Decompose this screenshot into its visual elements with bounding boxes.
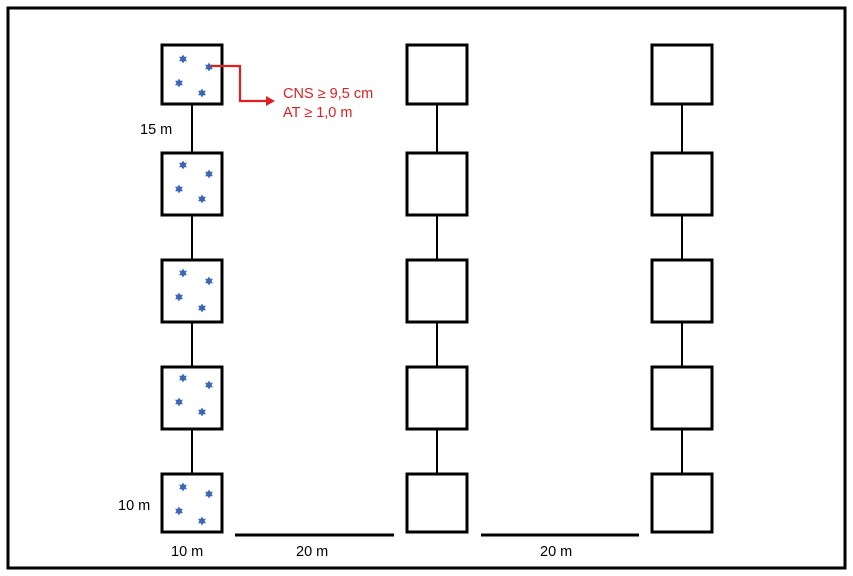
- plot-c3-r3: [650, 258, 714, 324]
- plot-c1-r2: [160, 151, 224, 217]
- label-gap-20m-2: 20 m: [540, 544, 572, 560]
- label-gap-20m-1: 20 m: [296, 544, 328, 560]
- plot-c1-r4: [160, 365, 224, 431]
- plot-c1-r5: [160, 472, 224, 534]
- criteria-at: AT ≥ 1,0 m: [283, 105, 352, 121]
- plot-c2-r4: [405, 365, 469, 431]
- label-spacing-15m: 15 m: [140, 122, 172, 138]
- plot-c2-r3: [405, 258, 469, 324]
- criteria-arrowhead-icon: [266, 96, 275, 106]
- column-2-plots: [405, 43, 469, 534]
- plot-c2-r2: [405, 151, 469, 217]
- plot-c3-r2: [650, 151, 714, 217]
- criteria-cns: CNS ≥ 9,5 cm: [283, 86, 373, 102]
- label-plot-width: 10 m: [171, 544, 203, 560]
- plot-c3-r1: [650, 43, 714, 106]
- plot-c2-r1: [405, 43, 469, 106]
- plot-c1-r3: [160, 258, 224, 324]
- column-3-plots: [650, 43, 714, 534]
- criteria-arrow-icon: [211, 64, 268, 103]
- plot-c3-r5: [650, 472, 714, 534]
- label-plot-height: 10 m: [118, 498, 150, 514]
- plot-c2-r5: [405, 472, 469, 534]
- column-1-plots: [160, 43, 224, 534]
- plot-c1-r1: [160, 43, 224, 106]
- plot-c3-r4: [650, 365, 714, 431]
